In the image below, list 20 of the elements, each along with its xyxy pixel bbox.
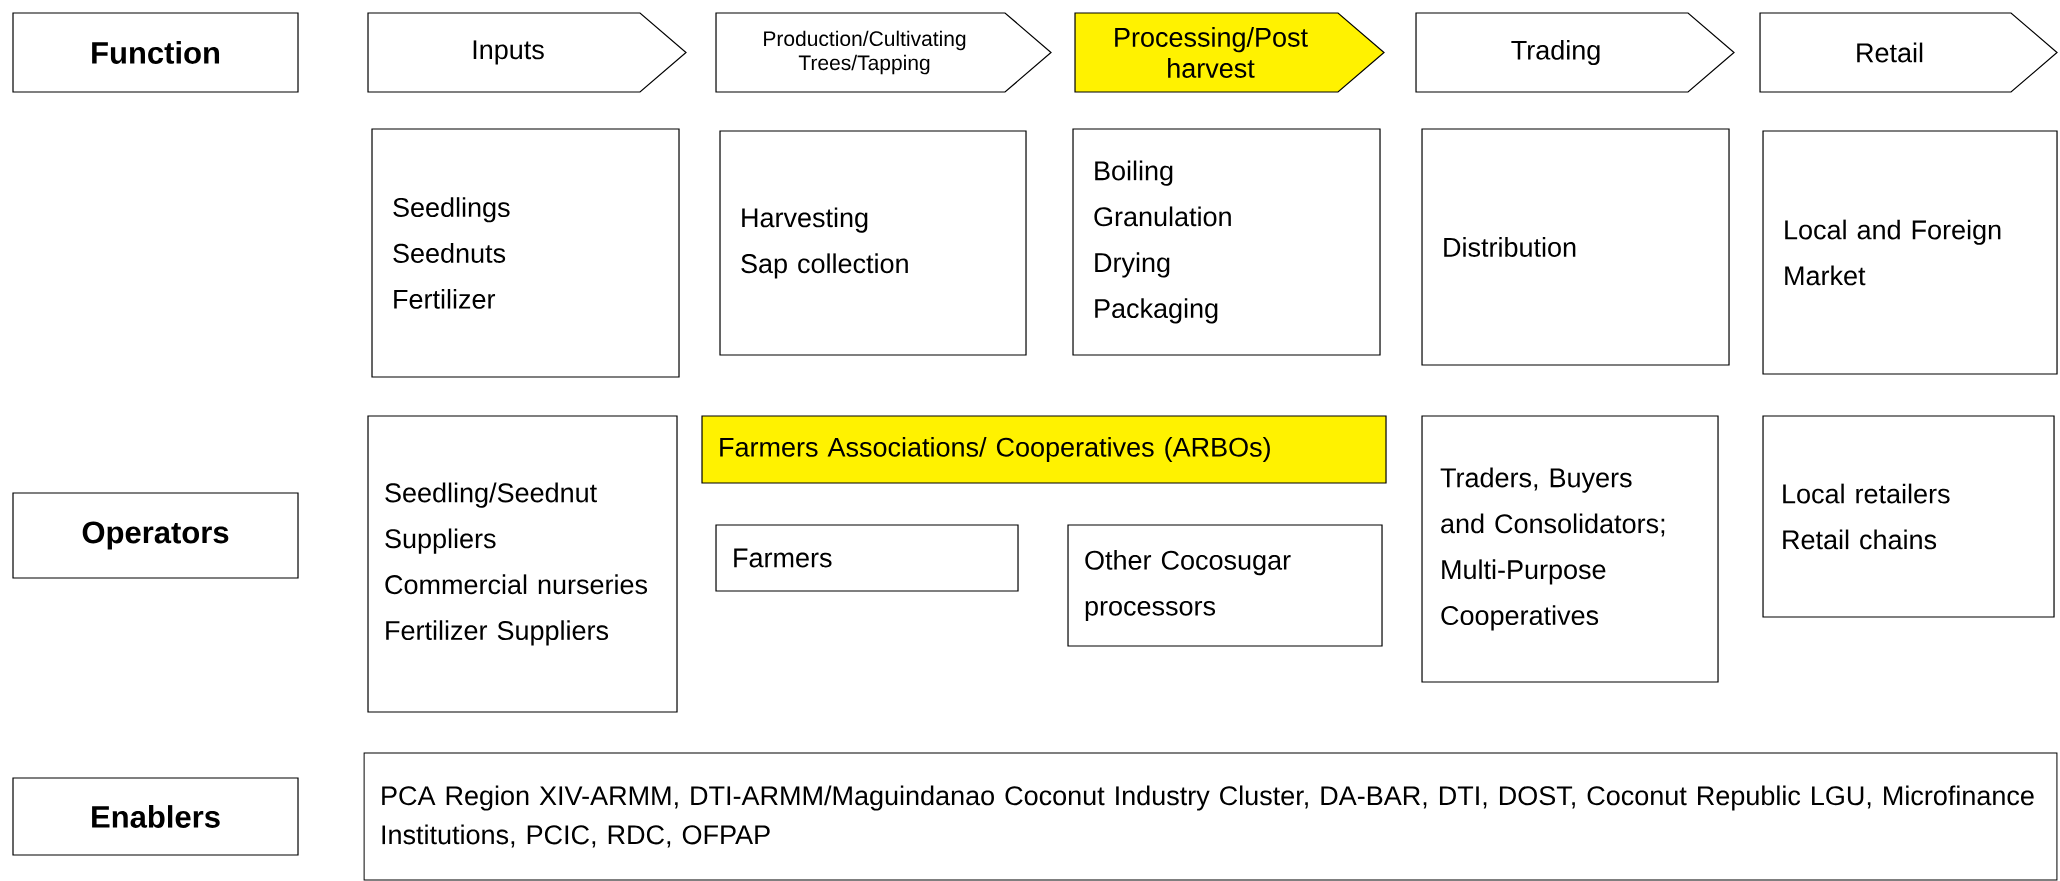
text-box: Boiling Granulation Drying Packaging (1072, 128, 1381, 356)
text-box: Seedlings Seednuts Fertilizer (371, 128, 680, 378)
row-label: Function (12, 12, 299, 93)
stage-heading: Processing/Post harvest (1074, 12, 1385, 93)
text-box: Farmers Associations/ Cooperatives (ARBOs) (701, 415, 1387, 484)
text-box: Seedling/Seednut Suppliers Commercial nurseries Fertilizer Suppliers (367, 415, 678, 713)
row-label: Operators (12, 492, 299, 579)
row-label: Enablers (12, 777, 299, 856)
text-box: PCA Region XIV-ARMM, DTI-ARMM/Maguindanao Coconut Industry Cluster, DA-BAR, DTI, DOST, Coconut Republic LGU, Microfinance Institutions, PCIC, RDC, OFPAP (363, 752, 2058, 881)
text-box: Other Cocosugar processors (1067, 524, 1383, 647)
stage-heading: Inputs (367, 12, 687, 93)
text-box: Distribution (1421, 128, 1730, 366)
stage-heading: Retail (1759, 12, 2058, 93)
text-box: Harvesting Sap collection (719, 130, 1027, 356)
stage-heading: Trading (1415, 12, 1735, 93)
text-box: Local and Foreign Market (1762, 130, 2058, 375)
text-box: Farmers (715, 524, 1019, 592)
stage-heading: Production/Cultivating Trees/Tapping (715, 12, 1052, 93)
text-box: Traders, Buyers and Consolidators; Multi-Purpose Cooperatives (1421, 415, 1719, 683)
text-box: Local retailers Retail chains (1762, 415, 2055, 618)
